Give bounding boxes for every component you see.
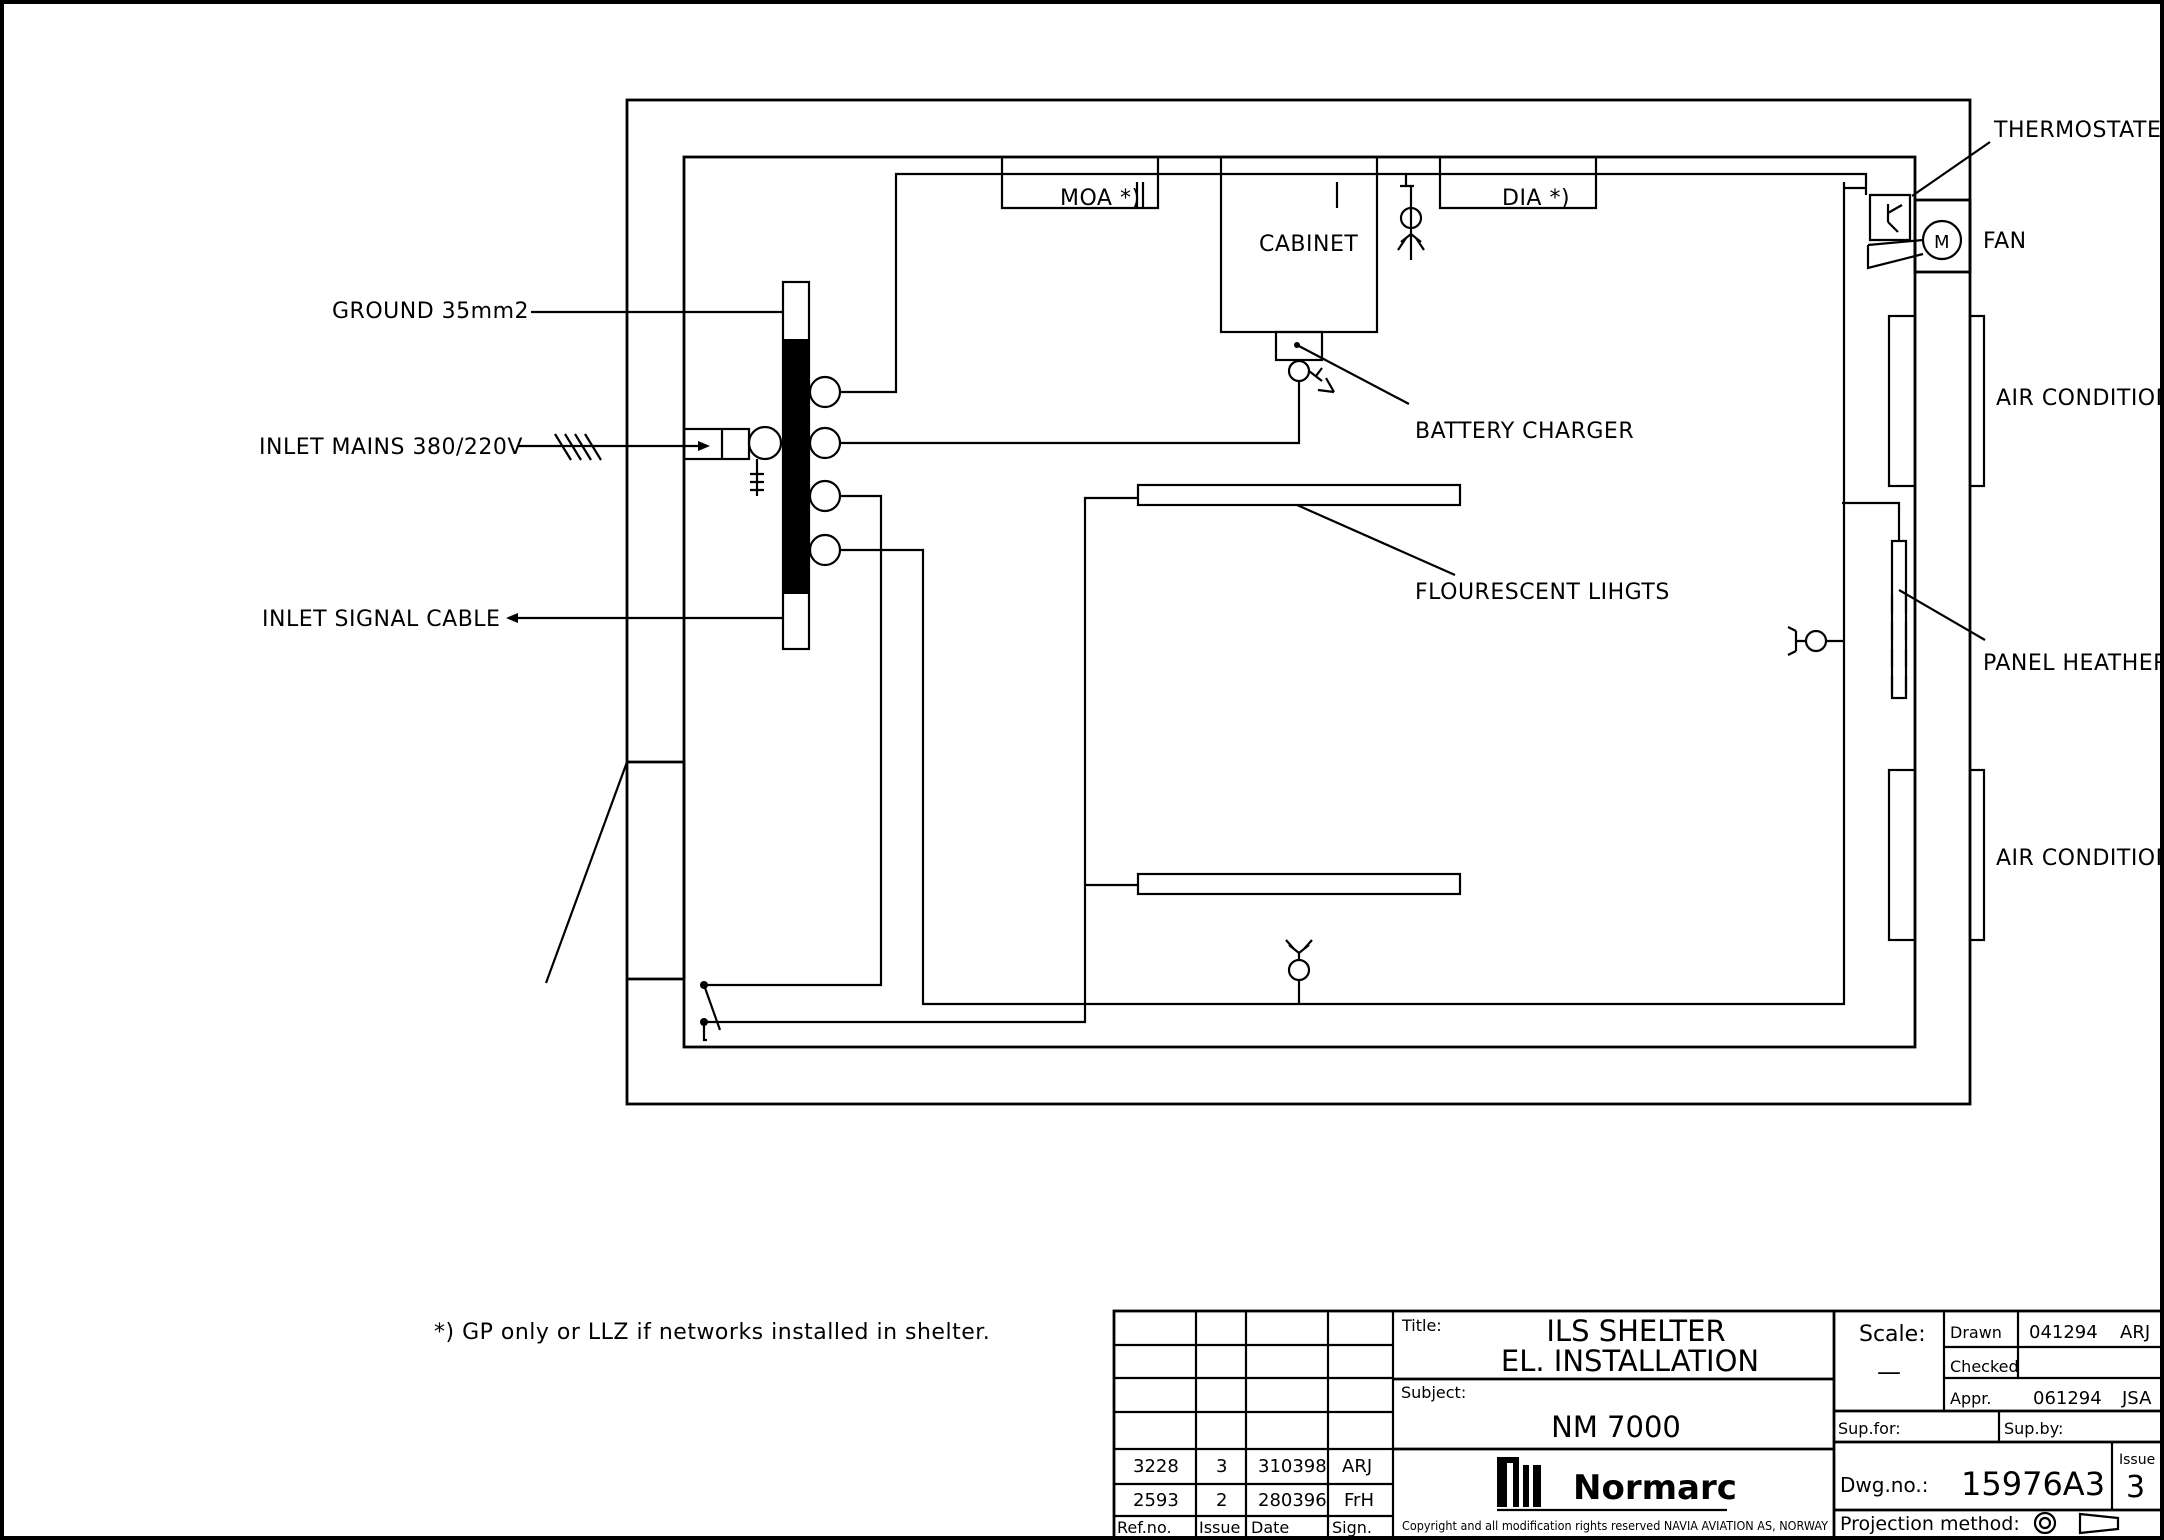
air-condition-label-2: AIR CONDITION	[1996, 846, 2164, 871]
terminal-2	[808, 426, 842, 460]
header-sign: Sign.	[1332, 1518, 1372, 1537]
revision-1-date: 310398	[1258, 1456, 1327, 1477]
projection-label: Projection method:	[1840, 1513, 2020, 1535]
fan-label: FAN	[1983, 229, 2027, 254]
copyright-note: Copyright and all modification rights re…	[1402, 1519, 1829, 1533]
company-name: Normarc	[1573, 1468, 1737, 1508]
dwg-label: Dwg.no.:	[1840, 1473, 1928, 1497]
checked-label: Checked	[1950, 1357, 2019, 1376]
wiring	[700, 172, 1868, 1042]
inlet-signal-label: INLET SIGNAL CABLE	[262, 607, 500, 632]
thermostat-icon	[1868, 193, 1912, 242]
header-date: Date	[1251, 1518, 1289, 1537]
title-block: 3228 3 310398 ARJ 2593 2 280396 FrH Ref.…	[1112, 1309, 2164, 1540]
revision-2-sign: FrH	[1344, 1490, 1374, 1511]
scale-value: —	[1877, 1358, 1901, 1386]
issue-label: Issue	[2119, 1452, 2155, 1468]
appr-sign: JSA	[2121, 1388, 2152, 1409]
terminal-3	[808, 479, 842, 513]
cabinet: CABINET	[1219, 155, 1379, 334]
air-condition-unit-1: AIR CONDITION	[1887, 314, 2164, 488]
title-label: Title:	[1401, 1316, 1442, 1335]
fluorescent-lights-label: FLOURESCENT LIHGTS	[1415, 580, 1670, 605]
revision-2-ref: 2593	[1133, 1490, 1179, 1511]
dia-label: DIA *)	[1502, 186, 1570, 211]
cabinet-label: CABINET	[1259, 232, 1358, 257]
subject-label: Subject:	[1401, 1383, 1466, 1402]
panel-heather-label: PANEL HEATHER	[1983, 651, 2164, 676]
subject-value: NM 7000	[1551, 1410, 1681, 1444]
scale-label: Scale:	[1859, 1322, 1926, 1347]
moa-label: MOA *)	[1060, 186, 1141, 211]
appr-date: 061294	[2033, 1388, 2102, 1409]
drawn-label: Drawn	[1950, 1323, 2002, 1342]
dia-box: DIA *)	[1438, 157, 1598, 211]
sup-for-label: Sup.for:	[1838, 1419, 1901, 1438]
thermostat-fan-unit: M THERMOSTATE FAN	[1866, 118, 2161, 274]
shelter-outer-wall	[625, 98, 1972, 1106]
shelter-inner-wall	[682, 155, 1917, 1049]
header-issue: Issue	[1199, 1518, 1240, 1537]
drawn-date: 041294	[2029, 1322, 2098, 1343]
moa-box: MOA *)	[1000, 157, 1160, 211]
projection-symbol-icon	[2033, 1511, 2120, 1535]
distribution-board	[781, 280, 842, 651]
door	[544, 760, 686, 984]
title-line-1: ILS SHELTER	[1546, 1314, 1725, 1348]
sup-by-label: Sup.by:	[2004, 1419, 2063, 1438]
thermostate-label: THERMOSTATE	[1993, 118, 2161, 143]
normarc-logo: Normarc	[1497, 1457, 1737, 1512]
revision-2-issue: 2	[1216, 1490, 1227, 1511]
motor-label: M	[1934, 232, 1950, 253]
footnote: *) GP only or LLZ if networks installed …	[434, 1320, 990, 1345]
air-condition-unit-2: AIR CONDITION	[1887, 768, 2164, 942]
revision-1-ref: 3228	[1133, 1456, 1179, 1477]
panel-heater: PANEL HEATHER	[1842, 501, 2164, 700]
external-labels: GROUND 35mm2 INLET MAINS 380/220V INLET …	[259, 299, 783, 632]
revision-2-date: 280396	[1258, 1490, 1327, 1511]
appr-label: Appr.	[1950, 1389, 1991, 1408]
battery-charger: BATTERY CHARGER	[1274, 330, 1634, 444]
air-condition-label-1: AIR CONDITION	[1996, 386, 2164, 411]
header-ref-no: Ref.no.	[1117, 1518, 1172, 1537]
terminal-4	[808, 533, 842, 567]
drawn-sign: ARJ	[2120, 1322, 2150, 1343]
revision-1-sign: ARJ	[1342, 1456, 1372, 1477]
terminal-1	[808, 375, 842, 409]
battery-charger-label: BATTERY CHARGER	[1415, 419, 1634, 444]
fluorescent-lights: FLOURESCENT LIHGTS	[1136, 483, 1670, 896]
mains-inlet	[682, 425, 783, 496]
inlet-mains-label: INLET MAINS 380/220V	[259, 435, 523, 460]
dwg-number: 15976A3	[1961, 1465, 2105, 1503]
revision-1-issue: 3	[1216, 1456, 1227, 1477]
issue-number: 3	[2126, 1470, 2145, 1505]
title-line-2: EL. INSTALLATION	[1501, 1344, 1759, 1378]
ground-label: GROUND 35mm2	[332, 299, 529, 324]
shelter-plan: MOA *) CABINET DIA *) BATTERY CHARGER M	[544, 98, 2164, 1106]
